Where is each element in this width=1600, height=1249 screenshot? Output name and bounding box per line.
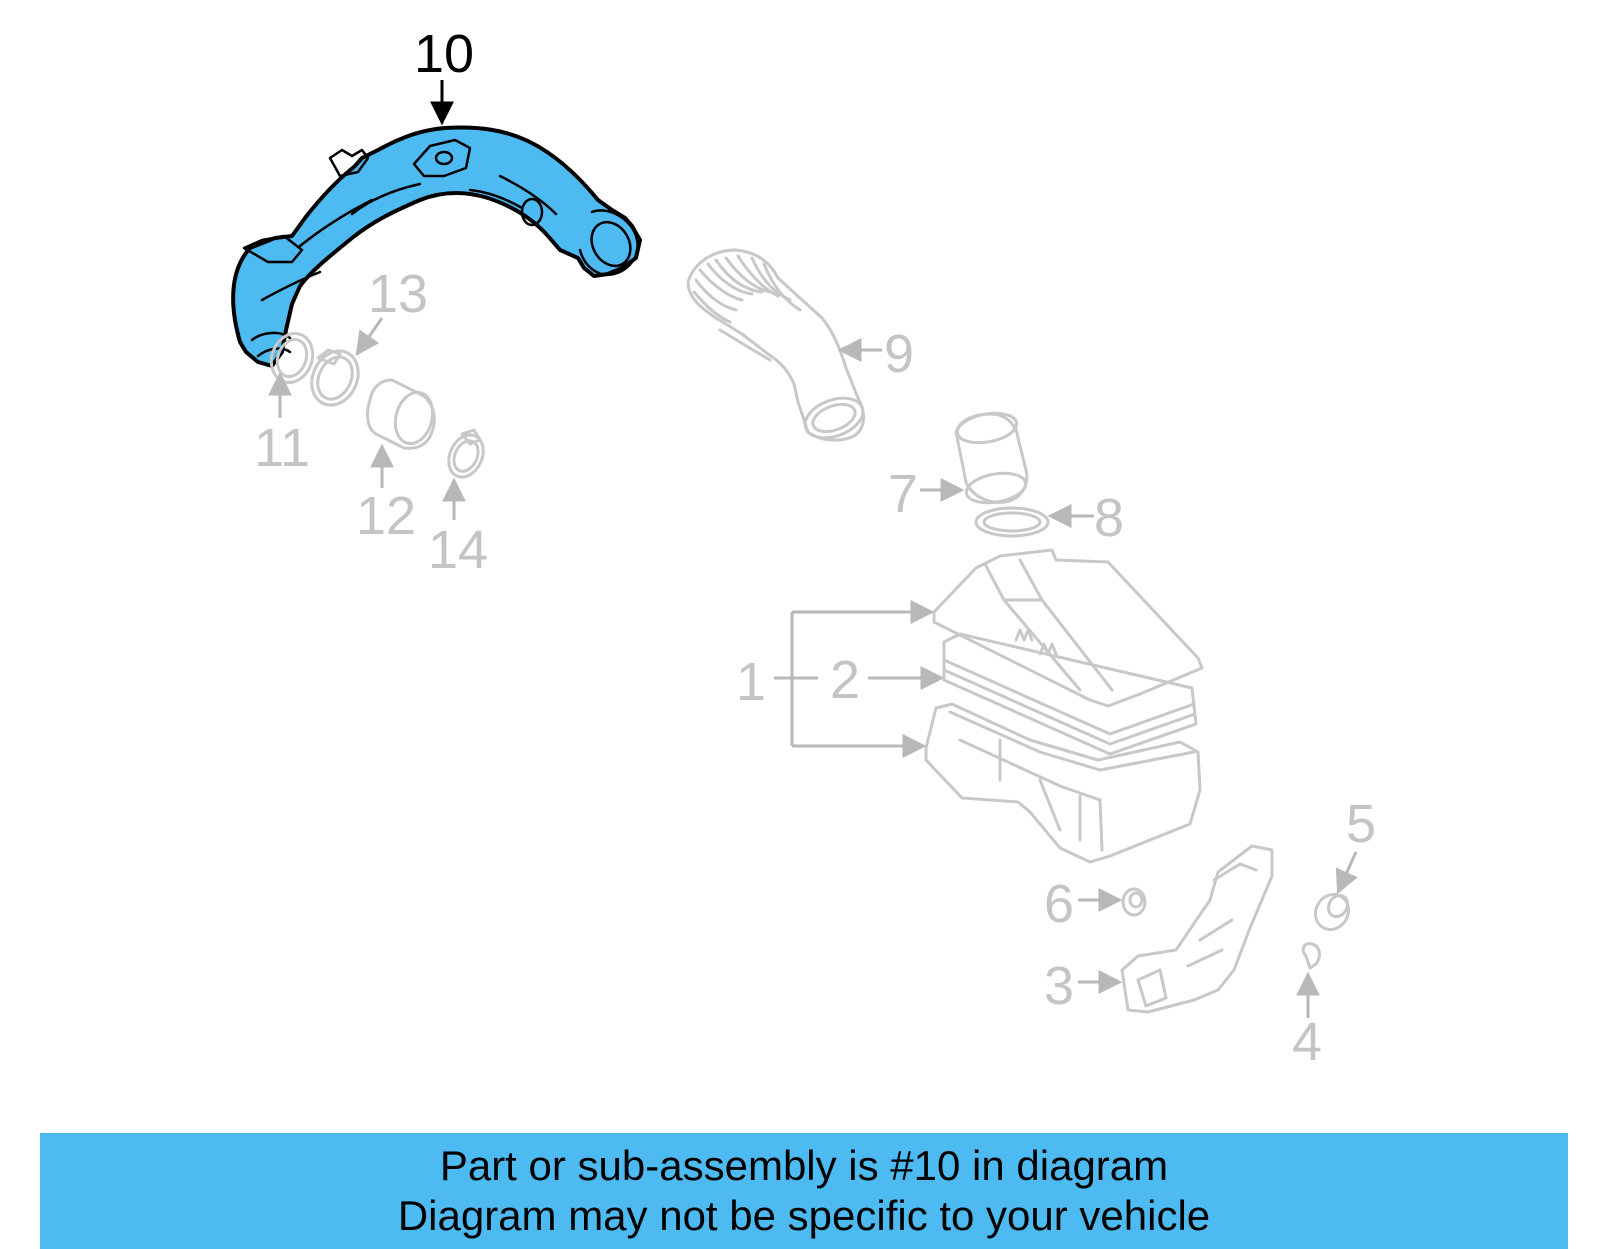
part-10-clip-top (328, 148, 370, 178)
part-5-grommet[interactable] (1309, 888, 1355, 935)
part-9-corrugations (692, 254, 802, 362)
part-9-body (686, 248, 865, 442)
part-10-intake-duct[interactable] (231, 125, 642, 368)
callout-6[interactable]: 6 (1044, 874, 1074, 934)
part-10-rib-1 (260, 182, 422, 302)
notice-line-disclaimer: Diagram may not be specific to your vehi… (397, 1192, 1211, 1239)
part-12-opening (393, 390, 435, 446)
part-13-clamp-screw (316, 348, 342, 366)
part-4-clip[interactable] (1301, 942, 1321, 970)
part-4-body (1301, 942, 1321, 970)
callout-7[interactable]: 7 (888, 464, 918, 524)
callout-9[interactable]: 9 (884, 324, 914, 384)
part-6-outer (1121, 887, 1147, 917)
part-3-duct[interactable] (1120, 844, 1274, 1014)
part-10-mount-boss (412, 138, 472, 178)
part-7-top (955, 411, 1019, 445)
leader-13 (355, 317, 384, 356)
part-9-outlet (803, 396, 865, 440)
part-8-gasket[interactable] (974, 506, 1050, 538)
callout-5[interactable]: 5 (1346, 794, 1376, 854)
part-2-filter-element (942, 632, 1198, 756)
part-10-mount-hole (434, 150, 454, 166)
part-3-detail (1136, 862, 1258, 1008)
part-2-filter-pleats (942, 658, 1197, 746)
part-13-clamp[interactable] (303, 343, 367, 412)
part-10-rib-2 (468, 174, 558, 216)
part-5-outer (1313, 892, 1351, 932)
part-13-clamp-band (310, 349, 360, 407)
part-12-coupling[interactable] (366, 378, 439, 450)
part-7-bottom (964, 471, 1028, 505)
part-1-lower-housing (924, 702, 1202, 864)
part-10-outlet-ring (578, 209, 639, 277)
part-9-outlet-inner (811, 402, 857, 434)
part-10-port (520, 197, 544, 227)
callout-13[interactable]: 13 (368, 264, 428, 324)
part-12-body (366, 378, 436, 450)
part-7-adapter[interactable] (954, 409, 1029, 507)
part-10-outlet-opening (590, 220, 632, 268)
leader-5 (1335, 851, 1358, 895)
part-6-grommet[interactable] (1121, 887, 1147, 917)
callout-2[interactable]: 2 (830, 650, 860, 710)
part-3-body (1120, 844, 1274, 1014)
part-10-body (231, 125, 642, 368)
part-10-clip-left (242, 234, 304, 264)
notice-line-part-number: Part or sub-assembly is #10 in diagram (439, 1142, 1169, 1189)
callout-12[interactable]: 12 (356, 486, 416, 546)
notice-banner: Part or sub-assembly is #10 in diagram D… (40, 1133, 1568, 1249)
callout-14[interactable]: 14 (428, 520, 488, 580)
callout-11[interactable]: 11 (254, 418, 310, 478)
part-13-clamp-inner (316, 355, 354, 401)
callout-8[interactable]: 8 (1094, 488, 1124, 548)
part-14-clamp[interactable] (442, 428, 490, 482)
part-1-air-cleaner-assembly[interactable] (924, 548, 1204, 864)
part-5-inner (1326, 893, 1350, 919)
part-6-inner (1128, 891, 1144, 909)
callout-1[interactable]: 1 (736, 652, 766, 712)
callout-4[interactable]: 4 (1292, 1012, 1322, 1072)
part-1-upper-cover (932, 548, 1204, 708)
part-1-housing-detail (948, 710, 1196, 852)
part-14-band (447, 433, 485, 479)
callout-10[interactable]: 10 (414, 24, 474, 84)
callout-3[interactable]: 3 (1044, 956, 1074, 1016)
part-8-inner (982, 511, 1042, 533)
part-1-cover-ridge (984, 558, 1114, 692)
part-9-corrugated-hose[interactable] (686, 248, 868, 445)
part-14-screw (460, 428, 482, 446)
